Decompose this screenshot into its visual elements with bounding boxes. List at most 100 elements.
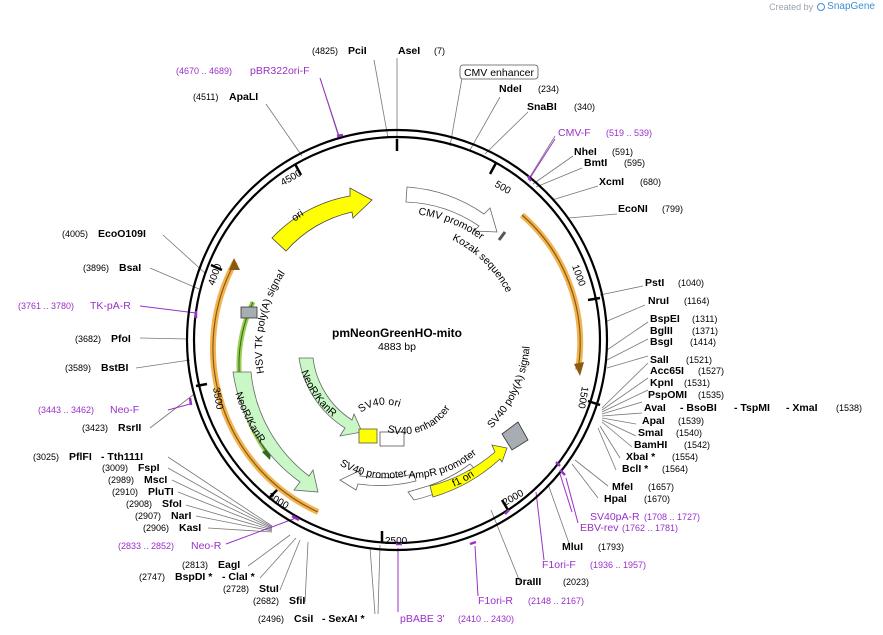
snapgene-branding: Created by SnapGene <box>769 1 875 12</box>
mlui-coord: (1793) <box>598 542 624 552</box>
tspmi-label: - TspMI <box>734 402 770 414</box>
psti-coord: (1040) <box>678 278 704 288</box>
sfoi-coord: (2908) <box>126 499 152 509</box>
sali-coord: (1521) <box>686 355 712 365</box>
cmv-promoter-feature <box>405 186 498 233</box>
hpai-coord: (1670) <box>644 494 670 504</box>
snabi-label: SnaBI <box>527 101 557 113</box>
avai-label: AvaI <box>644 402 666 414</box>
rsrii-coord: (3423) <box>82 423 108 433</box>
eagi-label: EagI <box>218 559 240 571</box>
nrui-label: NruI <box>648 295 669 307</box>
backbone-outer-circle <box>185 128 609 552</box>
nhei-coord: (591) <box>612 147 633 157</box>
fspi-label: FspI <box>138 462 160 474</box>
neo-f-label: Neo-F <box>110 404 139 416</box>
pcii-coord: (4825) <box>312 46 338 56</box>
sv40-enhancer-feature <box>379 431 405 447</box>
sfoi-label: SfoI <box>162 498 182 510</box>
cmv-enhancer-box <box>459 64 539 80</box>
nhei-label: NheI <box>574 146 597 158</box>
neokan-feature <box>232 371 319 493</box>
hpai-label: HpaI <box>604 493 627 505</box>
csii-label: CsiI <box>294 613 313 625</box>
draiii-label: DraIII <box>515 576 541 588</box>
f1ori-r-label: F1ori-R <box>478 595 513 607</box>
bsai-coord: (3896) <box>83 263 109 273</box>
bstbi-label: BstBI <box>101 362 129 374</box>
primer-marks <box>188 133 566 546</box>
xmai-label: - XmaI <box>786 402 818 414</box>
bspei-label: BspEI <box>650 313 680 325</box>
nrui-coord: (1164) <box>684 296 709 306</box>
pfoi-label: PfoI <box>111 333 131 345</box>
pcii-label: PciI <box>348 45 367 57</box>
ebv-rev-coord: (1762 .. 1781) <box>622 523 678 533</box>
tk-pa-r-coord: (3761 .. 3780) <box>18 301 74 311</box>
nari-coord: (2907) <box>135 511 161 521</box>
eco0109i-coord: (4005) <box>62 229 88 239</box>
bmti-coord: (595) <box>624 158 645 168</box>
mfei-label: MfeI <box>612 481 633 493</box>
eagi-coord: (2813) <box>182 560 208 570</box>
bamhi-label: BamHI <box>634 439 667 451</box>
mlui-label: MluI <box>562 541 583 553</box>
kozak-label: Kozak sequence <box>450 232 514 295</box>
kpni-label: KpnI <box>650 377 673 389</box>
sexai-label: - SexAI * <box>322 613 366 625</box>
ndei-label: NdeI <box>499 83 522 95</box>
orf-arrowhead-icon <box>229 258 240 270</box>
pbabe-coord: (2410 .. 2430) <box>458 614 514 624</box>
bglii-coord: (1371) <box>692 326 718 336</box>
xbai-coord: (1554) <box>672 452 698 462</box>
kasi-coord: (2906) <box>143 523 169 533</box>
bcli-coord: (1564) <box>662 464 688 474</box>
bglii-label: BglII <box>650 325 673 337</box>
apai-coord: (1539) <box>678 416 704 426</box>
snapgene-logo-icon <box>817 2 826 11</box>
apali-coord: (4511) <box>193 92 218 102</box>
neokan-inner-label: NeoR/KanR <box>298 368 339 419</box>
stui-label: StuI <box>259 583 279 595</box>
mfei-coord: (1657) <box>648 482 674 492</box>
bamhi-coord: (1542) <box>684 440 710 450</box>
draiii-coord: (2023) <box>563 577 589 587</box>
pluti-label: PluTI <box>148 486 174 498</box>
bspdi-label: BspDI * <box>175 571 213 583</box>
tick-label-3500: 3500 <box>210 387 225 411</box>
nari-label: NarI <box>171 510 192 522</box>
pbr322ori-label: pBR322ori-F <box>250 65 310 77</box>
plasmid-name: pmNeonGreenHO-mito <box>332 326 462 340</box>
sfii-label: SfiI <box>289 595 305 607</box>
xcmi-label: XcmI <box>599 176 624 188</box>
created-by-label: Created by <box>769 1 814 12</box>
bstbi-coord: (3589) <box>65 363 91 373</box>
sv40-promoter-feature <box>339 469 417 491</box>
cmv-f-label: CMV-F <box>558 127 591 139</box>
f1-ori-feature <box>429 444 508 498</box>
kpni-coord: (1531) <box>684 378 710 388</box>
bsobi-label: - BsoBI <box>680 402 717 414</box>
asei-coord: (7) <box>434 46 445 56</box>
bsgi-coord: (1414) <box>690 337 716 347</box>
bspdi-coord: (2747) <box>139 572 165 582</box>
tick-label-1500: 1500 <box>575 385 590 409</box>
apai-label: ApaI <box>642 415 665 427</box>
eco0109i-label: EcoO109I <box>98 228 146 240</box>
sv40pa-r-label: SV40pA-R <box>590 511 640 523</box>
tk-pa-r-label: TK-pA-R <box>90 300 131 312</box>
neo-r-coord: (2833 .. 2852) <box>118 541 174 551</box>
pflfi-coord: (3025) <box>33 452 59 462</box>
cmv-enhancer-label: CMV enhancer <box>464 67 535 79</box>
stui-coord: (2728) <box>223 584 249 594</box>
pluti-coord: (2910) <box>112 487 138 497</box>
pspomi-label: PspOMI <box>648 389 687 401</box>
cmv-f-coord: (519 .. 539) <box>606 128 652 138</box>
ndei-coord: (234) <box>538 84 559 94</box>
asei-label: AseI <box>398 45 420 57</box>
econi-coord: (799) <box>662 204 683 214</box>
msci-label: MscI <box>144 474 167 486</box>
sv40-ori-feature <box>358 428 378 444</box>
sv40pa-r-coord: (1708 .. 1727) <box>644 512 700 522</box>
bmti-label: BmtI <box>584 157 607 169</box>
